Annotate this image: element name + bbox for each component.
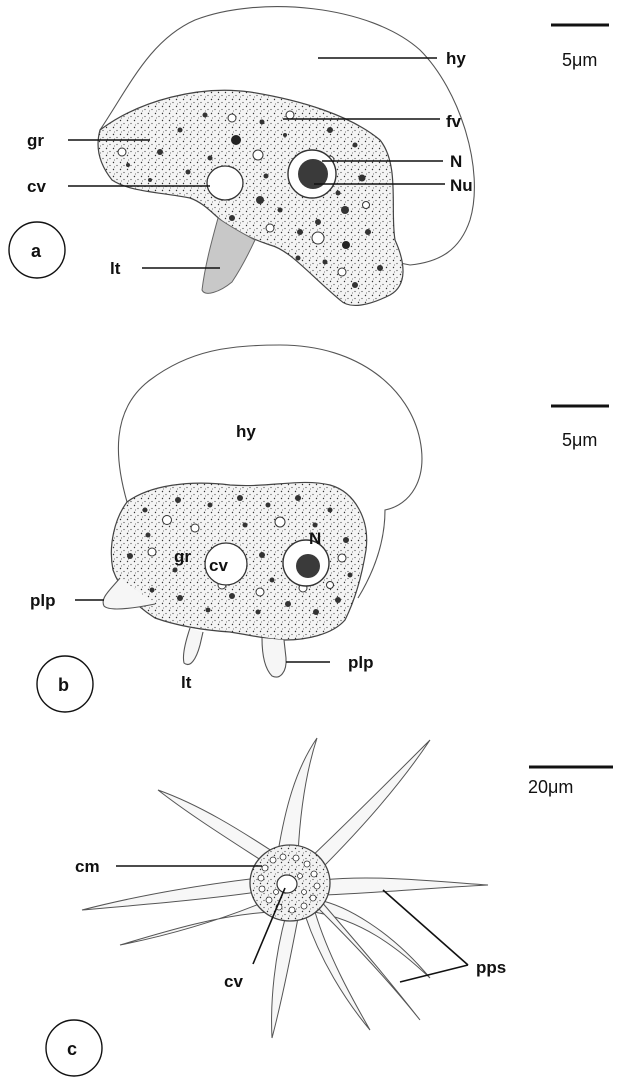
label-cm-c: cm [75,857,100,876]
label-lt-b: lt [181,673,192,692]
leader-pps-1-c [383,890,468,965]
contractile-vacuole-c [277,875,297,893]
scale-label-c: 20μm [528,777,573,797]
panel-letter-b: b [58,675,69,695]
label-hy-b: hy [236,422,256,441]
contractile-vacuole-a [207,166,243,200]
label-N-b: N [309,529,321,548]
label-Nu-a: Nu [450,176,473,195]
granuloplasm-stipple-a [98,90,403,305]
panel-a: hy fv gr N cv Nu lt 5μm a [9,7,609,306]
panel-b: hy N gr cv plp plp lt 5μm b [30,345,609,712]
label-pps-c: pps [476,958,506,977]
label-cv-b: cv [209,556,228,575]
label-cv-c: cv [224,972,243,991]
label-plp-right-b: plp [348,653,374,672]
panel-letter-a: a [31,241,42,261]
pseudopodium-lt-b [183,628,203,664]
label-gr-b: gr [174,547,191,566]
label-cv-a: cv [27,177,46,196]
label-hy-a: hy [446,49,466,68]
label-N-a: N [450,152,462,171]
nucleolus-b [296,554,320,578]
leader-pps-2-c [400,965,468,982]
label-plp-left-b: plp [30,591,56,610]
label-lt-a: lt [110,259,121,278]
pseudopodium-right-b [262,638,286,677]
label-fv-a: fv [446,112,462,131]
scale-label-a: 5μm [562,50,597,70]
panel-letter-c: c [67,1039,77,1059]
panel-c: cm cv pps 20μm c [46,738,613,1076]
scale-label-b: 5μm [562,430,597,450]
label-gr-a: gr [27,131,44,150]
